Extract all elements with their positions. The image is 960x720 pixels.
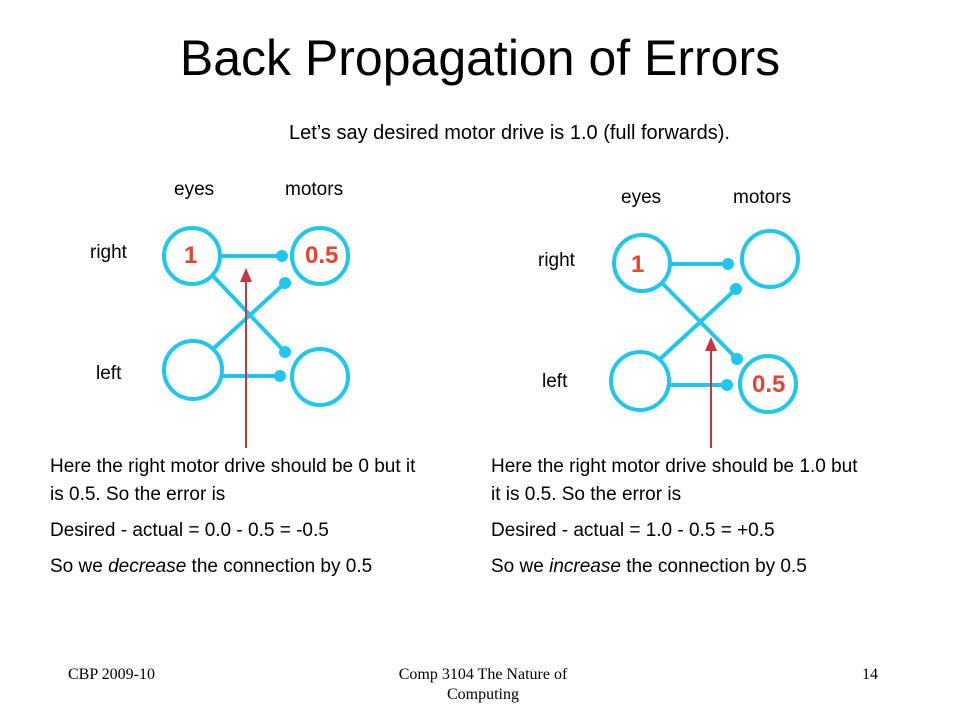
left-net-right-motor-value: 0.5 <box>305 242 339 269</box>
left-net-error-arrowhead <box>240 268 252 282</box>
right-network <box>609 229 800 448</box>
right-net-motors-label: motors <box>733 187 792 208</box>
slide-title: Back Propagation of Errors <box>179 30 781 86</box>
right-explanation-line1: Here the right motor drive should be 1.0… <box>491 456 858 505</box>
right-net-left-eye-node <box>609 350 671 412</box>
left-net-eyes-label: eyes <box>174 179 215 200</box>
left-network <box>162 226 350 448</box>
right-net-eyes-label: eyes <box>621 187 662 208</box>
right-net-synapse-4 <box>721 379 733 391</box>
left-line3-pre: So we <box>50 556 109 577</box>
left-net-left-label: left <box>96 363 122 384</box>
right-net-synapse-3 <box>731 353 743 365</box>
left-explanation-line3: So we decrease the connection by 0.5 <box>50 553 430 581</box>
right-net-synapse-2 <box>730 283 742 295</box>
right-net-link-left-right <box>658 287 738 361</box>
right-line3-post: the connection by 0.5 <box>620 556 807 577</box>
left-net-right-eye-value: 1 <box>184 242 198 269</box>
footer-page-number: 14 <box>862 666 878 683</box>
right-net-left-motor-value: 0.5 <box>752 371 786 398</box>
footer-module: Comp 3104 The Nature of Computing <box>398 666 568 703</box>
left-net-synapse-2 <box>279 277 291 289</box>
left-net-synapse-4 <box>274 370 286 382</box>
left-net-synapse-3 <box>279 346 291 358</box>
right-net-left-label: left <box>542 371 568 392</box>
left-net-left-eye-node <box>162 339 224 401</box>
right-net-right-eye-value: 1 <box>631 251 645 278</box>
left-explanation-line1: Here the right motor drive should be 0 b… <box>50 456 416 505</box>
right-line3-emphasis: increase <box>549 556 621 577</box>
left-line3-post: the connection by 0.5 <box>186 556 373 577</box>
right-explanation-line2: Desired - actual = 1.0 - 0.5 = +0.5 <box>491 520 775 541</box>
right-net-right-label: right <box>538 250 575 271</box>
left-explanation: Here the right motor drive should be 0 b… <box>50 453 430 589</box>
left-net-synapse-1 <box>276 250 288 262</box>
right-net-error-arrowhead <box>705 337 717 351</box>
left-net-right-label: right <box>90 242 127 263</box>
footer-course: CBP 2009-10 <box>68 666 155 683</box>
right-net-left-motor-node <box>738 354 798 414</box>
left-net-motors-label: motors <box>285 179 344 200</box>
right-explanation: Here the right motor drive should be 1.0… <box>491 453 871 589</box>
right-explanation-line3: So we increase the connection by 0.5 <box>491 553 871 581</box>
left-net-link-left-right <box>211 281 287 351</box>
left-line3-emphasis: decrease <box>108 556 187 577</box>
right-net-synapse-1 <box>722 258 734 270</box>
right-line3-pre: So we <box>491 556 550 577</box>
left-net-left-motor-node <box>290 347 350 407</box>
left-explanation-line2: Desired - actual = 0.0 - 0.5 = -0.5 <box>50 520 329 541</box>
left-net-right-motor-node <box>290 226 350 286</box>
right-net-right-motor-node <box>740 229 800 289</box>
intro-text: Let’s say desired motor drive is 1.0 (fu… <box>289 122 730 144</box>
